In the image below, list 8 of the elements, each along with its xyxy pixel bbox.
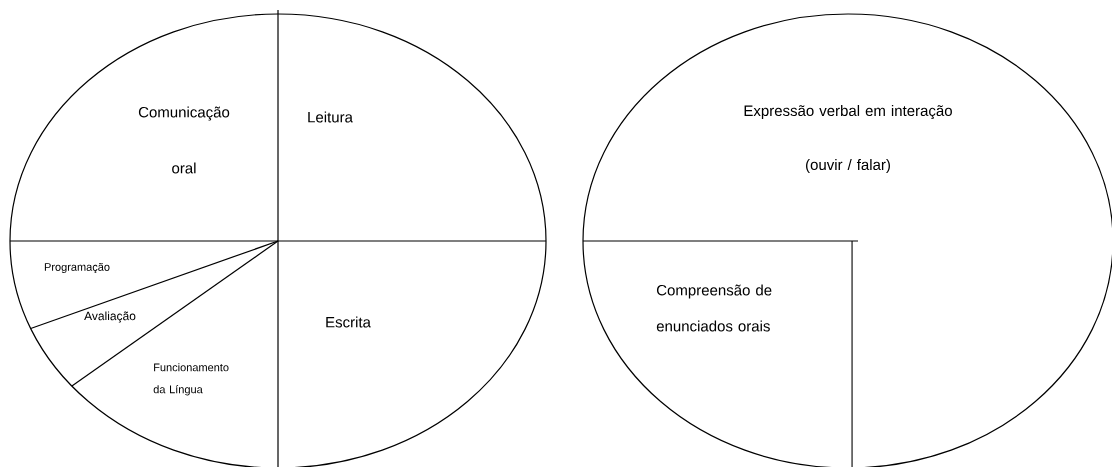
sector-label: Compreensão de enunciados orais <box>656 284 772 332</box>
sector-label: Avaliação <box>84 311 136 323</box>
sector-label: Programação <box>44 262 110 274</box>
sector-label: Escrita <box>326 316 371 328</box>
sector-label: Leitura <box>308 111 353 123</box>
sector-label: Funcionamento da Língua <box>153 363 229 396</box>
sector-label: Expressão verbal em interação (ouvir / falar) <box>744 105 952 173</box>
sector-label: Comunicação oral <box>138 106 230 174</box>
